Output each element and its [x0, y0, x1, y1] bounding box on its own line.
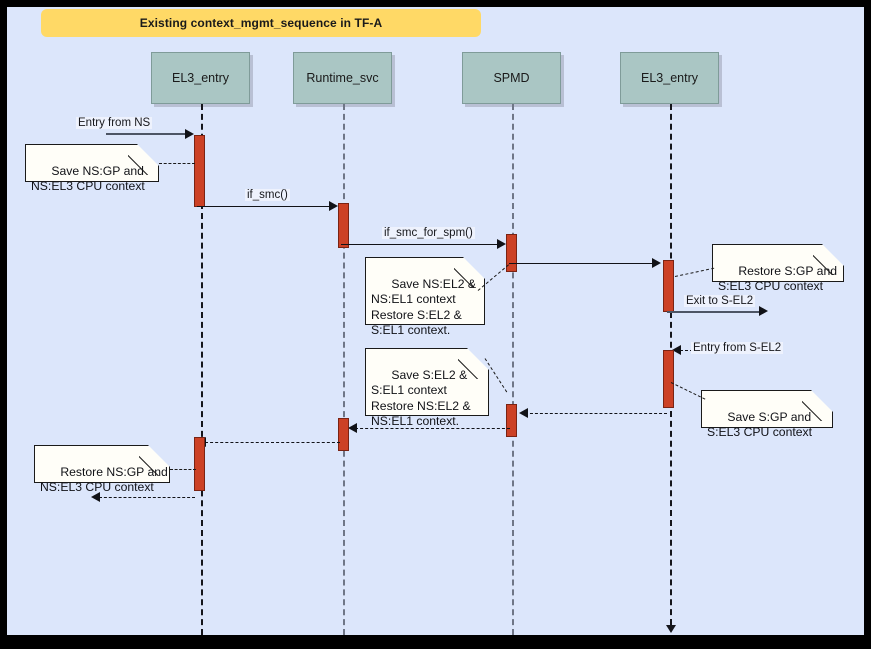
- note-text: Restore S:GP and S:EL3 CPU context: [718, 263, 838, 294]
- note-restore-ns-gp: Restore NS:GP and NS:EL3 CPU context: [34, 445, 170, 494]
- note-fold-icon: [467, 348, 489, 370]
- participant-box-el3-entry-ns[interactable]: EL3_entry: [151, 52, 250, 104]
- participant-box-spmd[interactable]: SPMD: [462, 52, 561, 104]
- arrow-head-icon: [519, 408, 528, 418]
- activation-bar-runtime-svc-2: [338, 418, 349, 451]
- arrow-head-icon: [759, 306, 768, 316]
- note-connector-1: [159, 163, 195, 164]
- diagram-area: Existing context_mgmt_sequence in TF-A E…: [7, 7, 864, 635]
- message-line-entry-from-ns: [106, 133, 186, 135]
- arrow-head-icon: [329, 201, 338, 211]
- participant-label: EL3_entry: [641, 71, 698, 85]
- note-save-ns-gp: Save NS:GP and NS:EL3 CPU context: [25, 144, 159, 193]
- note-fold-icon: [463, 257, 485, 279]
- participant-label: SPMD: [493, 71, 530, 85]
- message-line-if-smc: [197, 206, 333, 207]
- diagram-title-banner: Existing context_mgmt_sequence in TF-A: [41, 9, 481, 37]
- note-fold-icon: [137, 144, 159, 166]
- activation-bar-spmd-2: [506, 404, 517, 437]
- note-restore-s-gp: Restore S:GP and S:EL3 CPU context: [712, 244, 844, 293]
- participant-label: EL3_entry: [172, 71, 229, 85]
- message-line-el3-entry-ns-exit: [99, 497, 195, 498]
- note-fold-icon: [822, 244, 844, 266]
- note-save-s-gp: Save S:GP and S:EL3 CPU context: [701, 390, 833, 439]
- participant-box-el3-entry-s[interactable]: EL3_entry: [620, 52, 719, 104]
- lifeline-el3-entry-ns: [201, 104, 203, 635]
- message-label-entry-from-ns: Entry from NS: [76, 117, 153, 129]
- activation-bar-el3-entry-s-1: [663, 260, 674, 312]
- note-fold-icon: [811, 390, 833, 412]
- participant-box-runtime-svc[interactable]: Runtime_svc: [293, 52, 392, 104]
- note-fold-icon: [148, 445, 170, 467]
- activation-bar-el3-entry-ns-2: [194, 437, 205, 491]
- arrow-head-icon: [652, 258, 661, 268]
- arrow-head-icon: [672, 345, 681, 355]
- message-label-if-smc: if_smc(): [245, 189, 290, 201]
- message-line-el3-entry-s-to-spmd: [525, 413, 667, 414]
- arrow-head-icon: [91, 492, 100, 502]
- activation-bar-runtime-svc-1: [338, 203, 349, 248]
- lifeline-spmd: [512, 104, 514, 635]
- note-save-ns-el2: Save NS:EL2 & NS:EL1 context Restore S:E…: [365, 257, 485, 337]
- message-line-spmd-to-el3-entry-s: [509, 263, 654, 264]
- message-line-if-smc-for-spm: [341, 244, 501, 245]
- message-line-exit-to-s-el2: [667, 311, 762, 313]
- participant-label: Runtime_svc: [306, 71, 379, 85]
- activation-bar-spmd-1: [506, 234, 517, 272]
- note-text: Save S:GP and S:EL3 CPU context: [707, 409, 812, 440]
- note-text: Save NS:EL2 & NS:EL1 context Restore S:E…: [371, 276, 477, 338]
- note-connector-6: [170, 469, 196, 470]
- message-label-if-smc-for-spm: if_smc_for_spm(): [382, 227, 475, 239]
- note-connector-3: [674, 267, 715, 277]
- message-label-exit-to-s-el2: Exit to S-EL2: [684, 295, 756, 307]
- message-label-entry-from-s-el2: Entry from S-EL2: [691, 342, 784, 354]
- note-text: Save S:EL2 & S:EL1 context Restore NS:EL…: [371, 367, 471, 429]
- lifeline-end-arrow-icon: [666, 625, 676, 633]
- lifeline-runtime-svc: [343, 104, 345, 635]
- arrow-head-icon: [348, 423, 357, 433]
- activation-bar-el3-entry-ns-1: [194, 135, 205, 207]
- arrow-head-icon: [497, 239, 506, 249]
- arrow-head-icon: [185, 129, 194, 139]
- note-text: Save NS:GP and NS:EL3 CPU context: [31, 163, 145, 194]
- activation-bar-el3-entry-s-2: [663, 350, 674, 408]
- message-line-runtime-svc-to-el3-entry-ns: [205, 442, 340, 443]
- diagram-title: Existing context_mgmt_sequence in TF-A: [139, 16, 383, 30]
- message-line-spmd-to-runtime-svc: [355, 428, 510, 429]
- note-text: Restore NS:GP and NS:EL3 CPU context: [40, 464, 168, 495]
- note-save-s-el2: Save S:EL2 & S:EL1 context Restore NS:EL…: [365, 348, 489, 428]
